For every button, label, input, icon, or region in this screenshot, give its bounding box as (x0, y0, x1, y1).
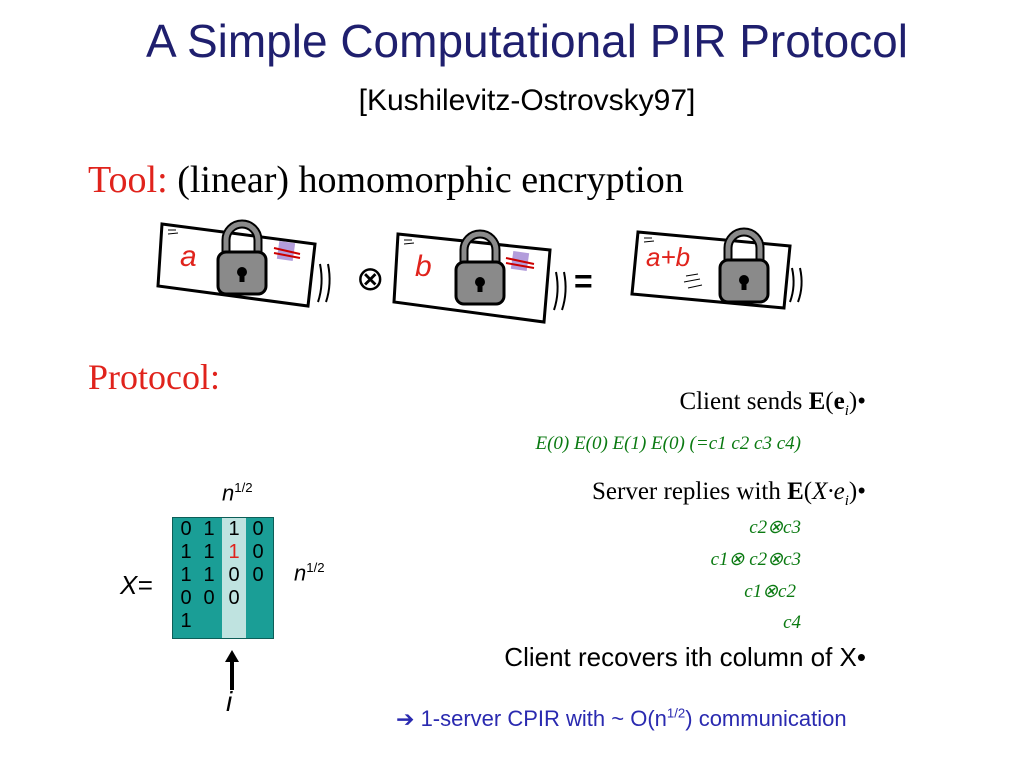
matrix-cell: 0 (252, 518, 264, 540)
dim-top-label: n1/2 (222, 480, 253, 506)
step1-ciphertexts: E(0) E(0) E(1) E(0) (=c1 c2 c3 c4) (535, 433, 802, 454)
step2-arg: X·e (812, 478, 845, 505)
matrix-cell: 1 (203, 541, 215, 563)
matrix-cell: 0 (180, 518, 192, 540)
index-arrow (225, 650, 239, 690)
equals-symbol: = (574, 263, 593, 299)
matrix-cell: 1 (203, 564, 215, 586)
matrix-cell: 0 (228, 564, 240, 586)
ciphertext-a-label: a (180, 240, 197, 273)
step2-text: Server replies with (592, 478, 788, 505)
step1-text: Client sends (679, 388, 809, 415)
index-label: i (226, 686, 233, 717)
step3-text: Client recovers ith column of X (504, 642, 857, 672)
matrix-cell: 0 (180, 587, 192, 609)
arrow-icon: ➔ (396, 706, 415, 732)
step1-sub: i (844, 403, 849, 419)
ciphertext-sum-label: a+b (646, 242, 690, 272)
ciphertext-b-label: b (415, 250, 432, 283)
matrix-cell: 0 (252, 564, 264, 586)
page-title: A Simple Computational PIR Protocol (146, 15, 908, 67)
matrix-cell: 0 (228, 587, 240, 609)
dim-right-label: n1/2 (294, 560, 325, 586)
matrix-cell: 1 (203, 518, 215, 540)
citation: [Kushilevitz-Ostrovsky97] (358, 84, 696, 117)
matrix-cell: 1 (180, 541, 192, 563)
matrix-cell: 1 (180, 564, 192, 586)
bullet: • (857, 478, 866, 505)
step-client-recovers: Client recovers ith column of X• (504, 642, 866, 673)
bullet: • (856, 642, 866, 672)
matrix-cell: 0 (252, 541, 264, 563)
protocol-label: Protocol: (88, 357, 220, 397)
conclusion: ➔ 1-server CPIR with ~ O(n1/2) communica… (396, 706, 847, 732)
database-matrix (172, 517, 274, 639)
highlighted-column (222, 518, 246, 638)
step-server-replies: Server replies with E(X·ei)• (592, 478, 866, 509)
tensor-symbol: ⊗ (356, 260, 385, 298)
matrix-cell: 1 (228, 541, 240, 563)
matrix-cell: 0 (203, 587, 215, 609)
step-client-sends: Client sends E(ei)• (679, 388, 866, 419)
tool-label: Tool: (88, 159, 168, 201)
conclusion-text: 1-server CPIR with ~ O(n1/2) communicati… (420, 706, 847, 732)
step1-arg: e (833, 388, 845, 415)
reply-line-2: c1⊗ c2⊗c3 (710, 549, 801, 570)
step1-fn: E (808, 388, 826, 415)
matrix-cell: 1 (180, 610, 192, 632)
tool-description: (linear) homomorphic encryption (177, 159, 684, 201)
ciphertext-b: b (392, 234, 567, 324)
step2-sub: i (844, 493, 849, 509)
matrix-var-label: X= (120, 570, 153, 600)
ciphertext-sum: a+b (630, 232, 803, 310)
reply-line-4: c4 (783, 612, 801, 633)
ciphertext-a: a (156, 224, 331, 308)
step2-fn: E (787, 478, 804, 505)
tool-line: Tool: (linear) homomorphic encryption (88, 158, 684, 202)
bullet: • (857, 388, 866, 415)
reply-line-3: c1⊗c2 (744, 581, 796, 602)
matrix-cell: 1 (228, 518, 240, 540)
encryption-illustration: a ⊗ b = a+b (156, 210, 803, 324)
reply-line-1: c2⊗c3 (749, 517, 801, 538)
